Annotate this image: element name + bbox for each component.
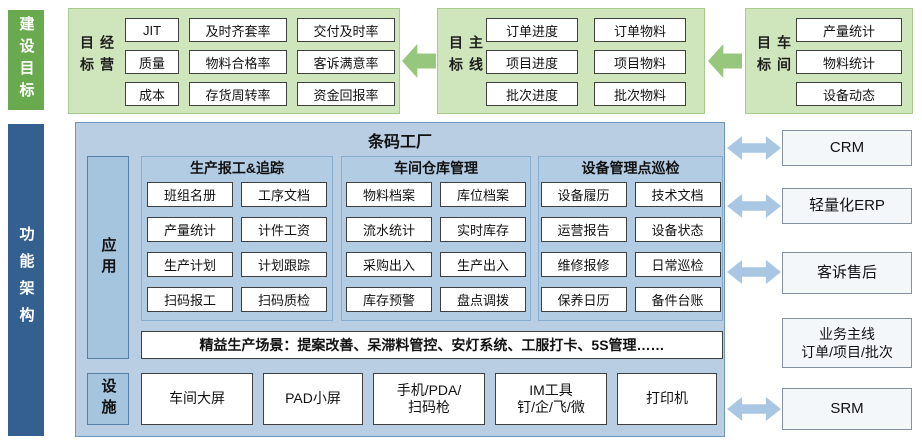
integration-label: 轻量化ERP [809, 197, 885, 215]
goal-cell: 项目进度 [486, 50, 578, 74]
module-cell: 扫码报工 [147, 287, 233, 312]
integration-business-mainline: 业务主线 订单/项目/批次 [782, 318, 912, 368]
workshop-goals-grid: 产量统计 物料统计 设备动态 [796, 18, 902, 106]
module-grid: 班组名册 工序文档 产量统计 计件工资 生产计划 计划跟踪 扫码报工 扫码质检 [142, 182, 332, 312]
module-production-reporting: 生产报工&追踪 班组名册 工序文档 产量统计 计件工资 生产计划 计划跟踪 扫码… [141, 156, 333, 321]
facility-line: 钉/企/飞/微 [517, 399, 585, 415]
integration-lightweight-erp: 轻量化ERP [782, 188, 912, 224]
integration-label: 业务主线 [819, 325, 875, 342]
facility-label: 设施 [87, 373, 129, 425]
goal-cell: 成本 [125, 82, 179, 106]
module-warehouse-management: 车间仓库管理 物料档案 库位档案 流水统计 实时库存 采购出入 生产出入 库存预… [341, 156, 531, 321]
integration-crm: CRM [782, 130, 912, 166]
module-cell: 班组名册 [147, 182, 233, 207]
double-arrow-icon [727, 397, 781, 421]
module-cell: 设备状态 [634, 217, 721, 242]
mainline-goals-title: 主线目标 [448, 35, 484, 79]
module-cell: 物料档案 [346, 182, 432, 207]
double-arrow-icon [727, 136, 781, 160]
module-cell: 计件工资 [241, 217, 327, 242]
module-grid: 物料档案 库位档案 流水统计 实时库存 采购出入 生产出入 库存预警 盘点调拨 [342, 182, 530, 312]
integration-label: SRM [830, 400, 864, 418]
module-cell: 库位档案 [440, 182, 526, 207]
module-cell: 流水统计 [346, 217, 432, 242]
module-cell: 计划跟踪 [241, 252, 327, 277]
workshop-goals-title: 车间目标 [756, 35, 792, 79]
goal-cell: JIT [125, 18, 179, 42]
module-cell: 工序文档 [241, 182, 327, 207]
module-cell: 采购出入 [346, 252, 432, 277]
goal-cell: 产量统计 [796, 18, 902, 42]
double-arrow-icon [727, 260, 781, 284]
goal-cell: 批次进度 [486, 82, 578, 106]
mainline-goals-panel: 主线目标 订单进度 订单物料 项目进度 项目物料 批次进度 批次物料 [437, 8, 705, 114]
double-arrow-icon [727, 194, 781, 218]
facility-line: 手机/PDA/ [396, 381, 462, 398]
module-cell: 技术文档 [634, 182, 721, 207]
workshop-goals-panel: 车间目标 产量统计 物料统计 设备动态 [745, 8, 913, 114]
business-goals-grid: JIT 及时齐套率 交付及时率 质量 物料合格率 客诉满意率 成本 存货周转率 … [125, 18, 395, 106]
goal-cell: 客诉满意率 [297, 50, 395, 74]
container-title: 条码工厂 [367, 134, 432, 151]
module-cell: 日常巡检 [634, 252, 721, 277]
facility-line: 车间大屏 [169, 390, 225, 407]
goal-cell: 设备动态 [796, 82, 902, 106]
goal-cell: 项目物料 [594, 50, 686, 74]
construction-goals-side-label: 建设目标 [8, 10, 44, 110]
business-goals-title: 经营目标 [79, 35, 115, 79]
module-cell: 维修报修 [540, 252, 627, 277]
module-cell: 库存预警 [346, 287, 432, 312]
business-goals-panel: 经营目标 JIT 及时齐套率 交付及时率 质量 物料合格率 客诉满意率 成本 存… [68, 8, 400, 114]
module-title: 设备管理点巡检 [581, 160, 680, 176]
module-cell: 盘点调拨 [440, 287, 526, 312]
module-cell: 生产计划 [147, 252, 233, 277]
facility-workshop-screen: 车间大屏 [141, 373, 253, 425]
module-cell: 生产出入 [440, 252, 526, 277]
module-grid: 设备履历 技术文档 运营报告 设备状态 维修报修 日常巡检 保养日历 备件台账 [539, 182, 722, 312]
module-title: 车间仓库管理 [394, 160, 478, 176]
facility-line: 扫码枪 [408, 399, 450, 415]
integration-label: 订单/项目/批次 [801, 344, 893, 360]
facility-im-tools: IM工具 钉/企/飞/微 [495, 373, 607, 425]
facility-line: 打印机 [646, 390, 688, 407]
mainline-goals-grid: 订单进度 订单物料 项目进度 项目物料 批次进度 批次物料 [486, 18, 686, 106]
module-cell: 保养日历 [540, 287, 627, 312]
module-equipment-inspection: 设备管理点巡检 设备履历 技术文档 运营报告 设备状态 维修报修 日常巡检 保养… [538, 156, 723, 321]
module-cell: 设备履历 [540, 182, 627, 207]
module-cell: 备件台账 [634, 287, 721, 312]
facility-line: PAD小屏 [285, 390, 341, 407]
functional-architecture-side-label: 功能架构 [8, 124, 44, 436]
module-cell: 实时库存 [440, 217, 526, 242]
goal-cell: 物料统计 [796, 50, 902, 74]
integration-label: 客诉售后 [816, 264, 877, 282]
left-arrow-icon [708, 44, 742, 78]
module-cell: 产量统计 [147, 217, 233, 242]
integration-srm: SRM [782, 388, 912, 430]
facility-printer: 打印机 [617, 373, 717, 425]
module-cell: 运营报告 [540, 217, 627, 242]
facility-pad-screen: PAD小屏 [263, 373, 363, 425]
goal-cell: 物料合格率 [189, 50, 287, 74]
facility-mobile-pda-scanner: 手机/PDA/ 扫码枪 [373, 373, 485, 425]
integration-label: CRM [829, 139, 865, 157]
goal-cell: 及时齐套率 [189, 18, 287, 42]
goal-cell: 存货周转率 [189, 82, 287, 106]
goal-cell: 资金回报率 [297, 82, 395, 106]
barcode-factory-container: 条码工厂 应用 生产报工&追踪 班组名册 工序文档 产量统计 计件工资 生产计划… [75, 122, 725, 437]
application-label: 应用 [87, 156, 129, 359]
goal-cell: 订单进度 [486, 18, 578, 42]
module-title: 生产报工&追踪 [189, 160, 285, 176]
goal-cell: 质量 [125, 50, 179, 74]
left-arrow-icon [402, 44, 436, 78]
goal-cell: 批次物料 [594, 82, 686, 106]
goal-cell: 交付及时率 [297, 18, 395, 42]
facility-line: IM工具 [529, 381, 573, 398]
lean-production-bar: 精益生产场景：提案改善、呆滞料管控、安灯系统、工服打卡、5S管理…… [141, 331, 723, 359]
module-cell: 扫码质检 [241, 287, 327, 312]
goal-cell: 订单物料 [594, 18, 686, 42]
integration-customer-service: 客诉售后 [782, 252, 912, 294]
